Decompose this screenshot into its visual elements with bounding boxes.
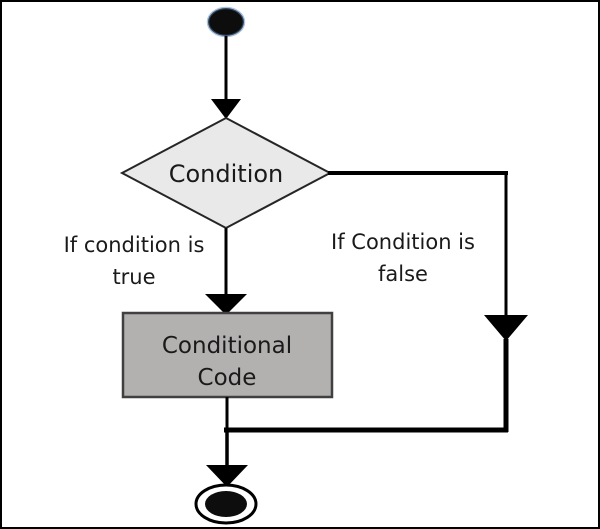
arrowhead-into-code-icon	[205, 294, 247, 315]
end-terminal-icon	[205, 491, 247, 517]
start-terminal-icon	[206, 6, 246, 38]
conditional-code-label-line2: Code	[198, 365, 257, 391]
true-branch-label-line2: true	[112, 265, 155, 289]
arrowhead-into-condition-icon	[211, 99, 241, 119]
conditional-code-box	[121, 311, 334, 399]
conditional-code-label-line1: Conditional	[162, 333, 292, 359]
condition-label: Condition	[169, 160, 284, 188]
false-branch-label-line2: false	[378, 262, 428, 286]
false-branch-label-line1: If Condition is	[331, 230, 475, 254]
arrowhead-false-path-icon	[484, 315, 528, 341]
true-branch-label-line1: If condition is	[64, 233, 205, 257]
arrowhead-into-end-icon	[206, 465, 248, 487]
